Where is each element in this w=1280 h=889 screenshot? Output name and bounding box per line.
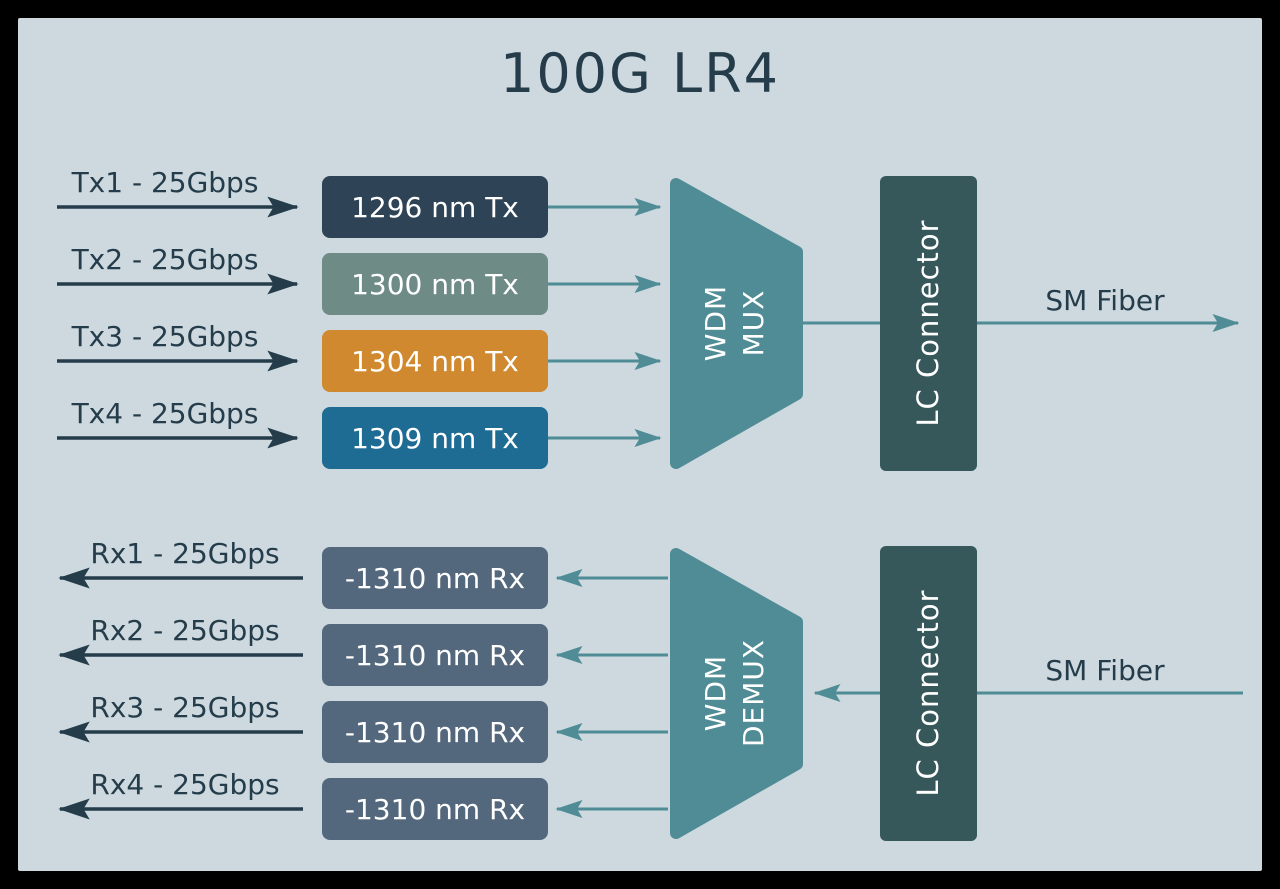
wdm-mux-label-line1: WDM xyxy=(699,284,732,362)
rx1-output-label: Rx1 - 25Gbps xyxy=(90,537,280,570)
tx2-input-label: Tx2 - 25Gbps xyxy=(71,243,259,276)
rx-receiver-2: -1310 nm Rx xyxy=(322,624,548,686)
rx4-output-label: Rx4 - 25Gbps xyxy=(90,768,280,801)
wdm-demux-label-line2: DEMUX xyxy=(737,638,770,748)
wdm-demux-label-line1: WDM xyxy=(699,654,732,732)
rx-receiver-1: -1310 nm Rx xyxy=(322,547,548,609)
lc-connector-bottom-label: LC Connector xyxy=(911,589,945,797)
sm-fiber-in-label: SM Fiber xyxy=(1045,654,1165,687)
tx3-input-label: Tx3 - 25Gbps xyxy=(71,320,259,353)
tx4-input-label: Tx4 - 25Gbps xyxy=(71,397,259,430)
sm-fiber-out-label: SM Fiber xyxy=(1045,284,1165,317)
wdm-mux-label: WDM MUX xyxy=(695,238,775,408)
wdm-demux-shape xyxy=(670,548,803,839)
tx1-input-label: Tx1 - 25Gbps xyxy=(71,166,259,199)
lc-connector-bottom-shape xyxy=(880,546,977,841)
wdm-mux-label-line2: MUX xyxy=(737,289,770,357)
rx3-output-label: Rx3 - 25Gbps xyxy=(90,691,280,724)
lc-connector-top-shape xyxy=(880,176,977,471)
rx-receiver-4: -1310 nm Rx xyxy=(322,778,548,840)
tx-laser-1300: 1300 nm Tx xyxy=(322,253,548,315)
tx-laser-1309: 1309 nm Tx xyxy=(322,407,548,469)
wdm-demux-label: WDM DEMUX xyxy=(695,608,775,778)
rx-receiver-3: -1310 nm Rx xyxy=(322,701,548,763)
tx-laser-1296: 1296 nm Tx xyxy=(322,176,548,238)
tx-laser-1304: 1304 nm Tx xyxy=(322,330,548,392)
diagram-title: 100G LR4 xyxy=(499,42,781,105)
rx2-output-label: Rx2 - 25Gbps xyxy=(90,614,280,647)
lc-connector-top-label: LC Connector xyxy=(911,219,945,427)
wdm-mux-shape xyxy=(670,178,803,469)
